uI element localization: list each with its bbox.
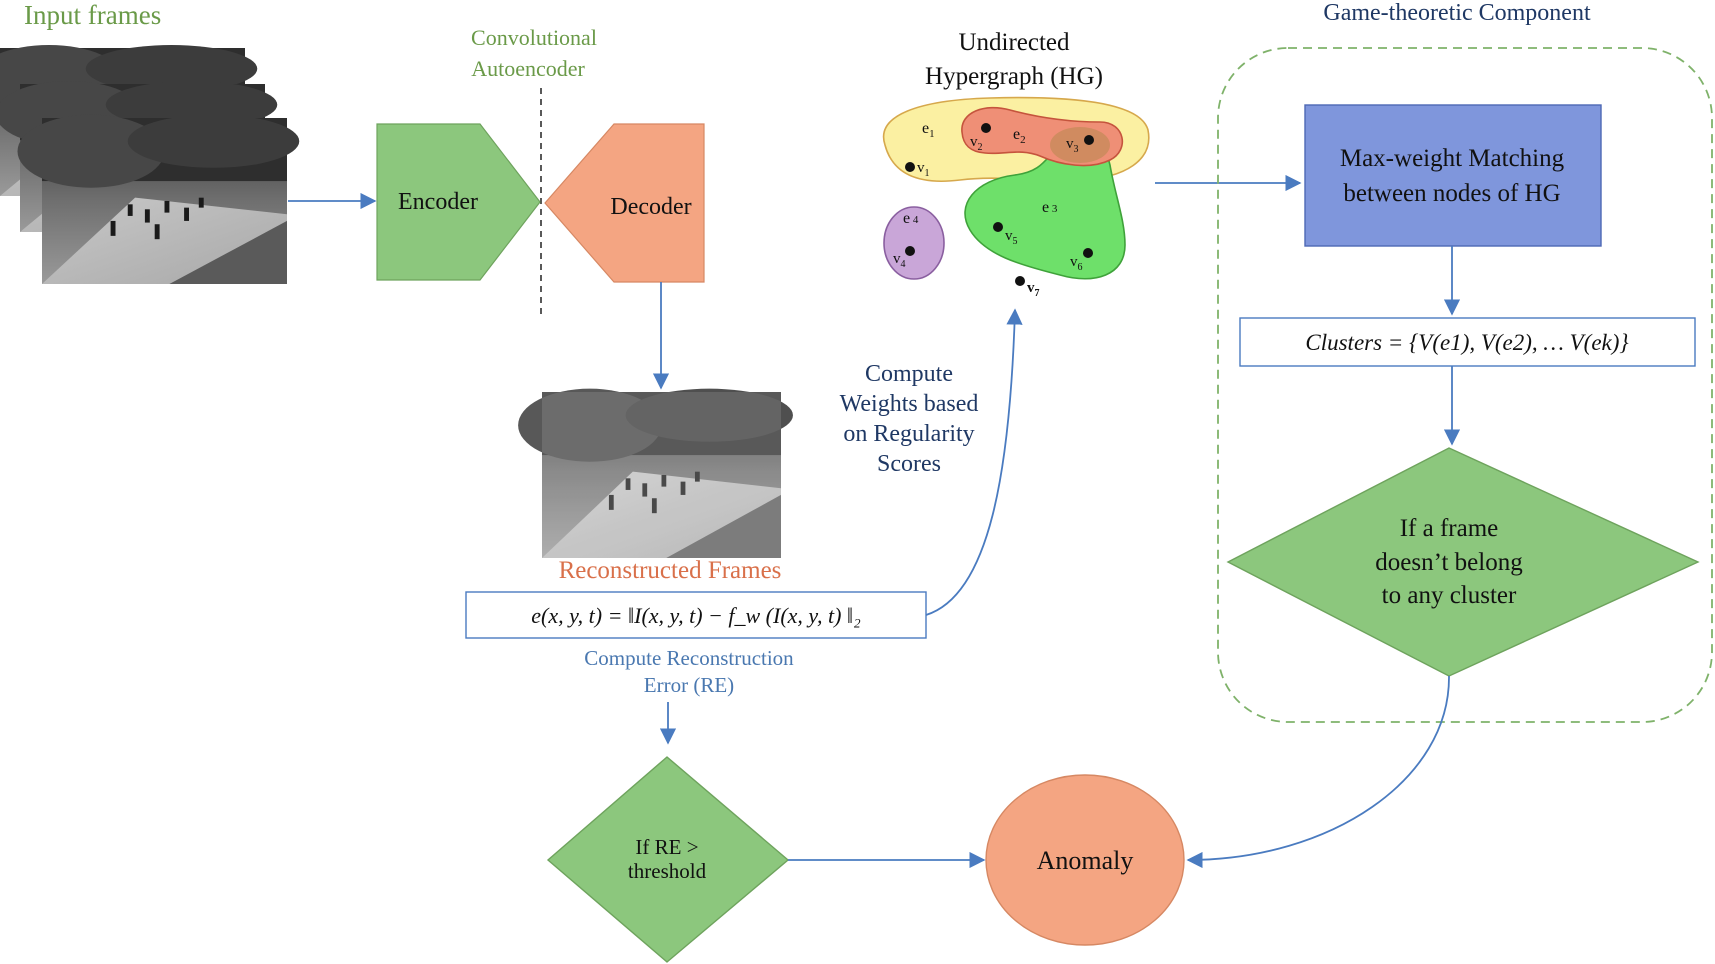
arrow-cluster-decision-to-anomaly (1186, 675, 1450, 869)
threshold-line1: If RE > (635, 835, 698, 859)
hyperedge-e4 (883, 206, 945, 280)
anomaly-label: Anomaly (1037, 846, 1134, 875)
vertex-v7 (1015, 276, 1025, 286)
game-theoretic-title: Game-theoretic Component (1323, 0, 1591, 26)
clusters-formula: Clusters = {V(e1), V(e2), … V(ek)} (1305, 330, 1628, 355)
decoder-shape (544, 123, 705, 283)
cluster-decision-line2: doesn’t belong (1375, 549, 1523, 576)
vertex-v1 (905, 162, 915, 172)
hyperedge-e3 (964, 140, 1126, 280)
cluster-decision-line1: If a frame (1400, 515, 1499, 542)
weights-step-line3: on Regularity (843, 421, 974, 447)
vertex-v3 (1084, 135, 1094, 145)
hypergraph-title-line2: Hypergraph (HG) (925, 63, 1103, 90)
vertex-v5 (993, 222, 1003, 232)
hyperedge-label-e3: e 3 (1042, 199, 1058, 216)
encoder-shape (376, 123, 541, 281)
hypergraph-figure: e1 e2 e 3 e 4 v1 v2 v3 v4 v5 v6 v7 (882, 96, 1150, 299)
vertex-v6 (1083, 248, 1093, 258)
game-theoretic-container (1217, 47, 1713, 723)
clusters-formula-box (1239, 317, 1696, 367)
e2-e3-overlap (1050, 127, 1110, 163)
decoder-label: Decoder (610, 194, 691, 220)
reconstruction-error-caption-line2: Error (RE) (644, 673, 734, 697)
vertex-v2 (981, 123, 991, 133)
reconstruction-error-caption-line1: Compute Reconstruction (584, 646, 794, 670)
encoder-label: Encoder (398, 189, 478, 215)
hypergraph-title-line1: Undirected (958, 29, 1070, 56)
arrow-error-to-hypergraph (925, 308, 1023, 616)
hyperedge-label-e4: e 4 (903, 210, 919, 227)
reconstructed-frames-label: Reconstructed Frames (559, 557, 782, 584)
cluster-decision-line3: to any cluster (1382, 582, 1517, 609)
max-weight-matching-box (1304, 104, 1602, 247)
reconstruction-error-formula: e(x, y, t) = ‖I(x, y, t) − f_w (I(x, y, … (531, 603, 861, 628)
vertex-label-v7: v7 (1027, 280, 1040, 299)
vertex-v4 (905, 246, 915, 256)
threshold-line2: threshold (628, 859, 707, 883)
input-frame-stack (0, 45, 300, 285)
weights-step-line2: Weights based (840, 391, 979, 417)
matching-label-line2: between nodes of HG (1343, 180, 1560, 207)
reconstruction-error-formula-box (465, 591, 927, 639)
autoencoder-title-line1: Convolutional (471, 25, 597, 50)
anomaly-node (985, 774, 1185, 946)
input-frames-title: Input frames (24, 0, 161, 30)
matching-label-line1: Max-weight Matching (1340, 145, 1565, 172)
weights-step-line4: Scores (877, 451, 941, 477)
reconstructed-frame-image (518, 388, 793, 558)
weights-step-line1: Compute (865, 361, 953, 387)
autoencoder-title-line2: Autoencoder (471, 56, 585, 81)
threshold-decision-diamond (546, 756, 790, 963)
